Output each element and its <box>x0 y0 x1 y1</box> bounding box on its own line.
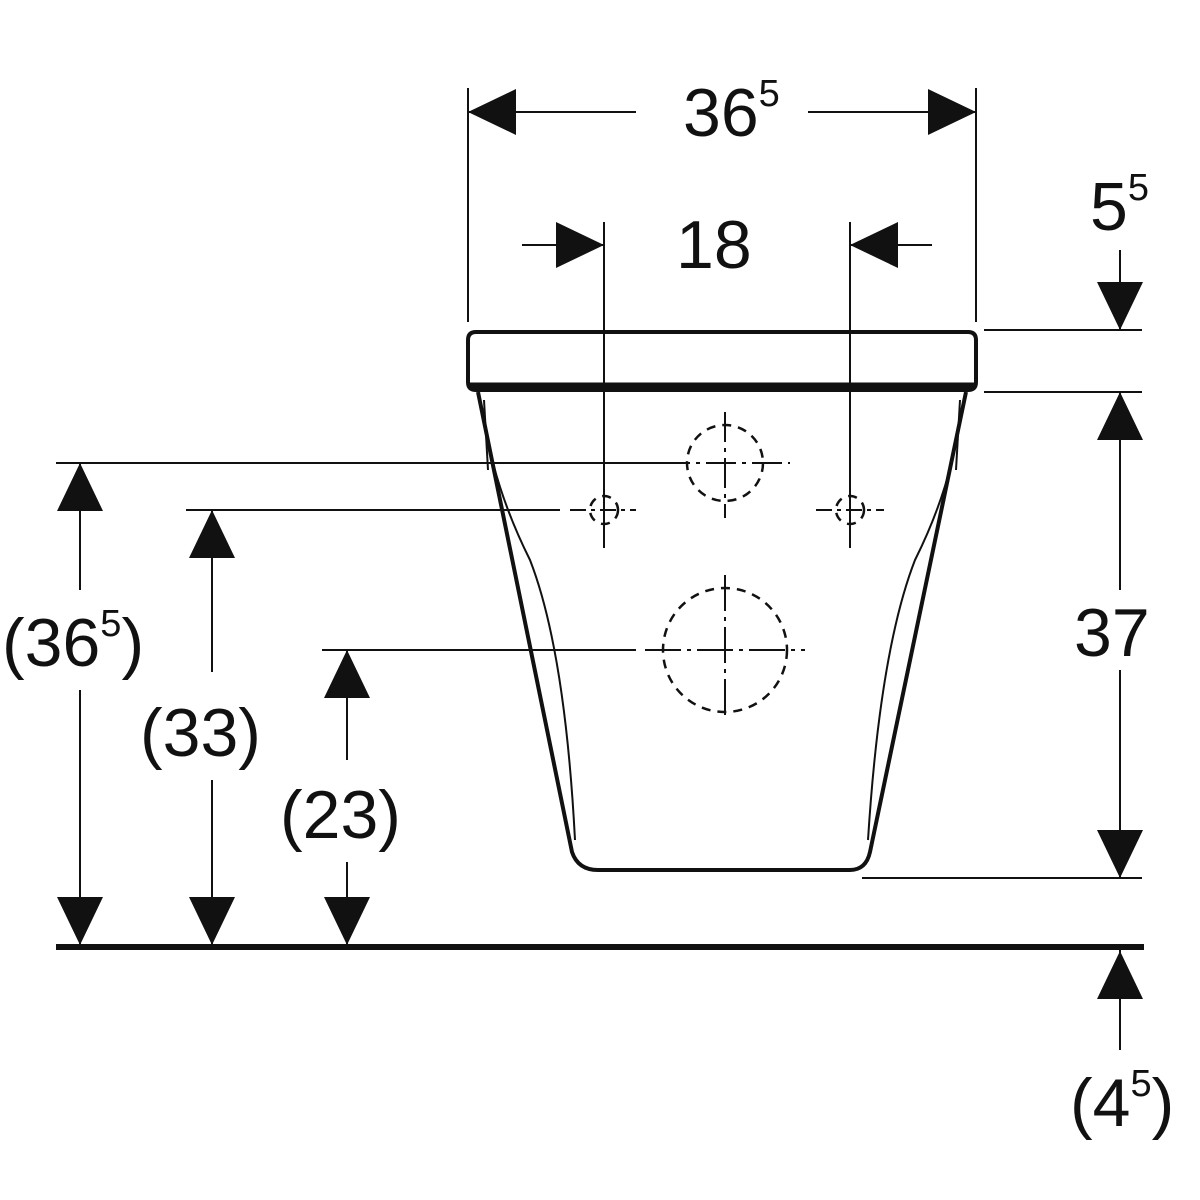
bowl-contour-right <box>867 419 961 841</box>
overall-width-label: 365 <box>683 73 780 151</box>
bowl-inner-edge-right <box>955 399 961 471</box>
openings <box>570 412 884 720</box>
extension-lines <box>56 88 1144 950</box>
bowl-inner-edge-left <box>483 399 489 471</box>
left-outer-label: (365) <box>2 603 144 681</box>
body-height-label: 37 <box>1074 595 1150 671</box>
bowl-contour-left <box>483 419 576 841</box>
bowl-body <box>476 391 968 872</box>
left-inner-label: (23) <box>280 777 401 853</box>
dimension-lines <box>57 89 1143 1050</box>
lid <box>466 330 978 392</box>
dimension-labels: 365 18 55 37 (365) (33) (23) (45) <box>2 73 1174 1141</box>
left-middle-label: (33) <box>140 695 261 771</box>
lid-height-label: 55 <box>1090 167 1149 245</box>
fixture-outline <box>466 330 978 872</box>
mount-spacing-label: 18 <box>676 207 752 283</box>
floor-offset-label: (45) <box>1070 1063 1174 1141</box>
